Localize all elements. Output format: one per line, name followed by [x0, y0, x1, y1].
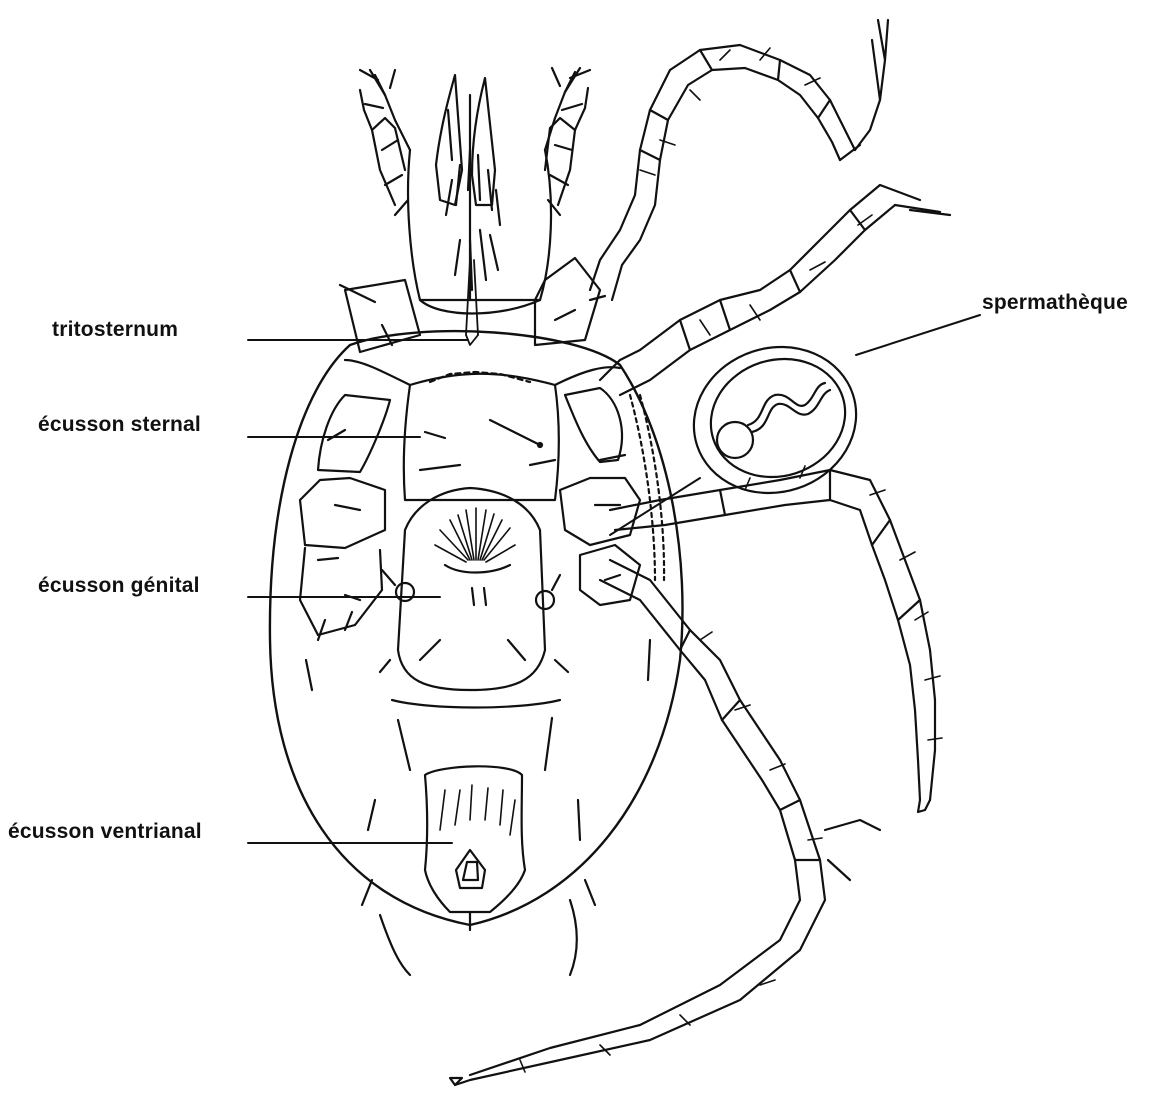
- label-ecusson-ventrianal: écusson ventrianal: [8, 820, 202, 844]
- ventrianal-shield: [425, 766, 525, 930]
- coxae-left: [300, 395, 414, 690]
- legs: [450, 20, 950, 1085]
- leader-spermatheque: [856, 315, 980, 355]
- label-ecusson-sternal: écusson sternal: [38, 413, 201, 437]
- spermatheca: [675, 326, 875, 514]
- gnathosoma: [360, 68, 590, 345]
- genital-shield: [380, 488, 568, 690]
- label-spermatheque: spermathèque: [982, 291, 1128, 315]
- leader-lines: [248, 315, 980, 843]
- coxae-right: [536, 388, 650, 680]
- label-ecusson-genital: écusson génital: [38, 574, 200, 598]
- label-tritosternum: tritosternum: [52, 318, 178, 342]
